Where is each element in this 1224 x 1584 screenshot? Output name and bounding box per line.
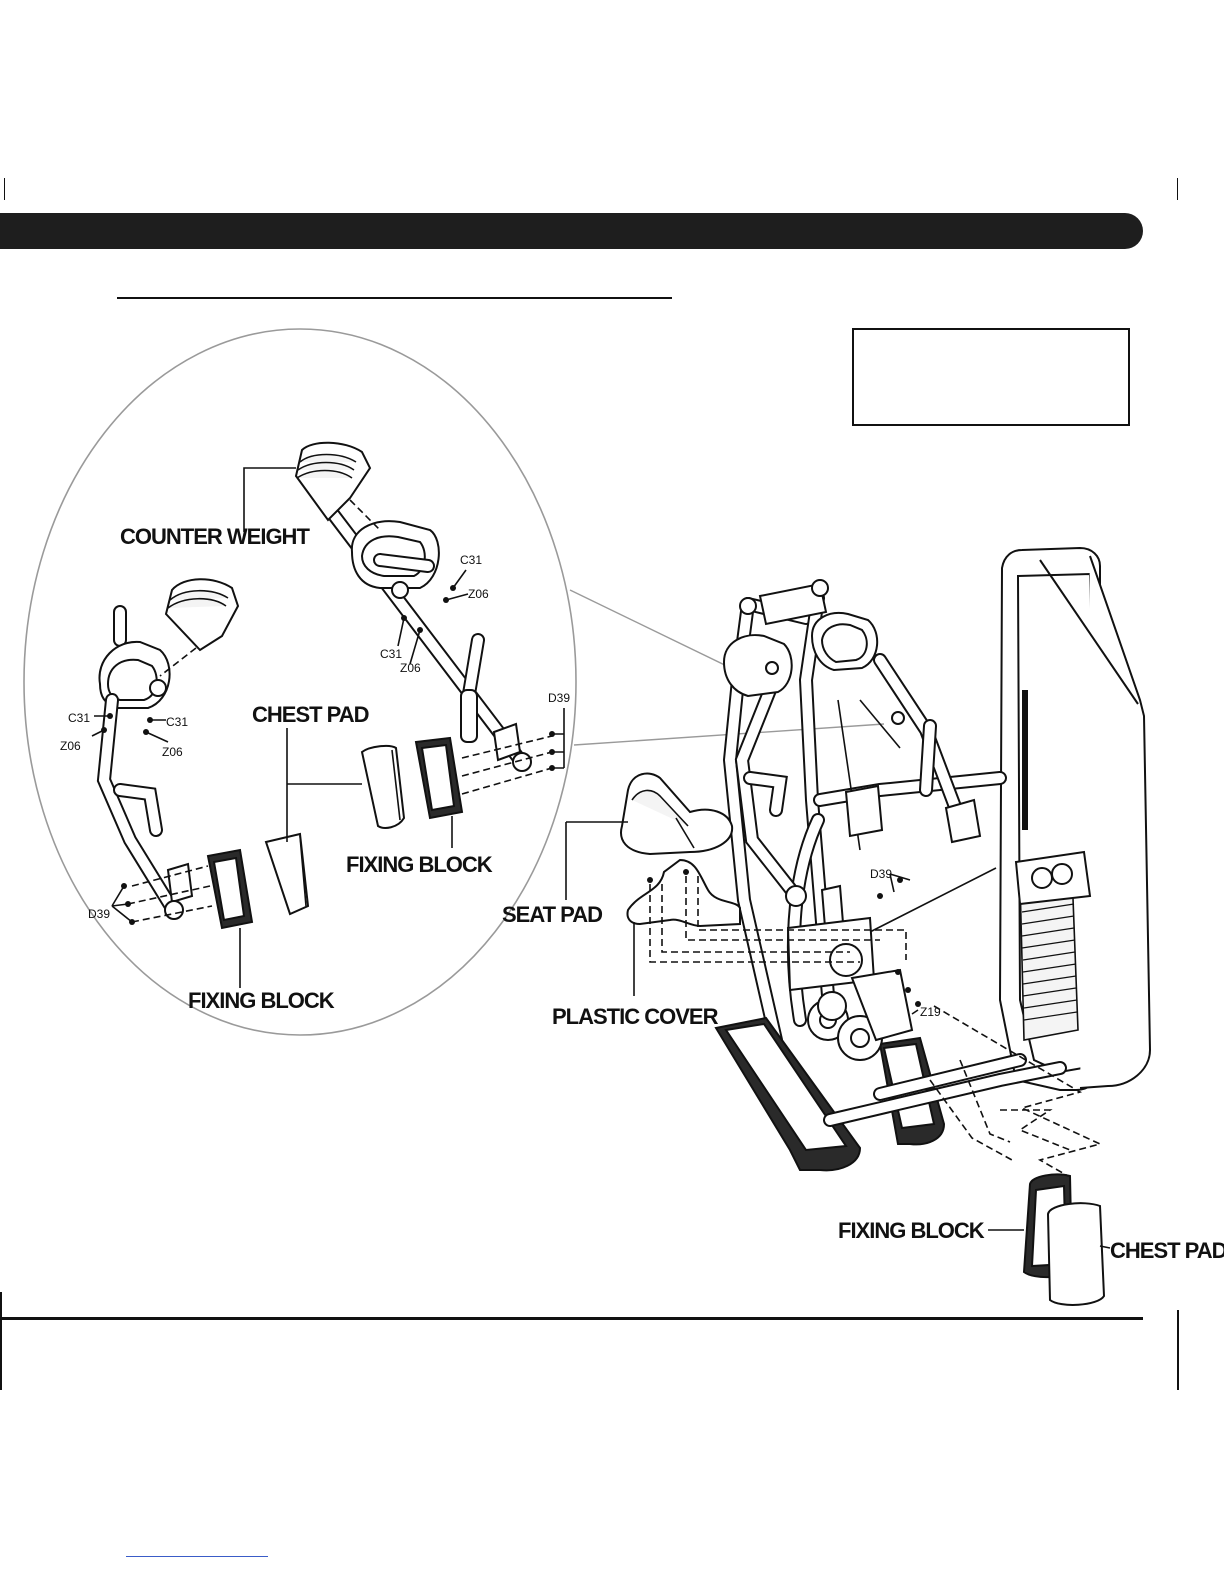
machine-plastic-cover — [628, 860, 741, 926]
machine-weight-stack — [1000, 548, 1150, 1090]
detail-fixing-block-right — [416, 738, 462, 818]
label-fixing-block-main: FIXING BLOCK — [838, 1218, 985, 1243]
dash-counter-weight-top — [350, 500, 380, 530]
code-z06-c: Z06 — [60, 739, 81, 753]
leader-counter-weight — [244, 468, 296, 532]
leader-d39-right — [552, 708, 564, 768]
detail-counter-weight-left — [166, 579, 238, 650]
detail-chest-pad-left — [266, 834, 308, 914]
detail-fixing-block-left — [208, 850, 252, 928]
code-z06-b: Z06 — [400, 661, 421, 675]
code-c31-b: C31 — [380, 647, 402, 661]
label-seat-pad: SEAT PAD — [502, 902, 602, 927]
detail-right-arm — [330, 510, 531, 771]
label-chest-pad-main: CHEST PAD — [1110, 1238, 1224, 1263]
code-z19: Z19 — [920, 1005, 941, 1019]
label-plastic-cover: PLASTIC COVER — [552, 1004, 719, 1029]
code-d39-b: D39 — [88, 907, 110, 921]
label-fixing-block-detail-bottom: FIXING BLOCK — [188, 988, 335, 1013]
main-chest-pad — [1048, 1203, 1104, 1305]
detail-chest-pad-right — [362, 746, 404, 828]
code-d39-c: D39 — [870, 867, 892, 881]
code-c31-c: C31 — [68, 711, 90, 725]
code-d39-a: D39 — [548, 691, 570, 705]
code-c31-d: C31 — [166, 715, 188, 729]
code-z06-a: Z06 — [468, 587, 489, 601]
leader-z19 — [912, 1010, 918, 1014]
label-counter-weight: COUNTER WEIGHT — [120, 524, 310, 549]
label-fixing-block-detail-right: FIXING BLOCK — [346, 852, 493, 877]
leader-chest-pad — [287, 728, 362, 842]
machine-seat-pad — [621, 774, 732, 854]
code-c31-a: C31 — [460, 553, 482, 567]
code-z06-d: Z06 — [162, 745, 183, 759]
machine-frame — [724, 580, 1000, 1040]
label-chest-pad-detail: CHEST PAD — [252, 702, 369, 727]
detail-left-arm — [99, 612, 192, 919]
